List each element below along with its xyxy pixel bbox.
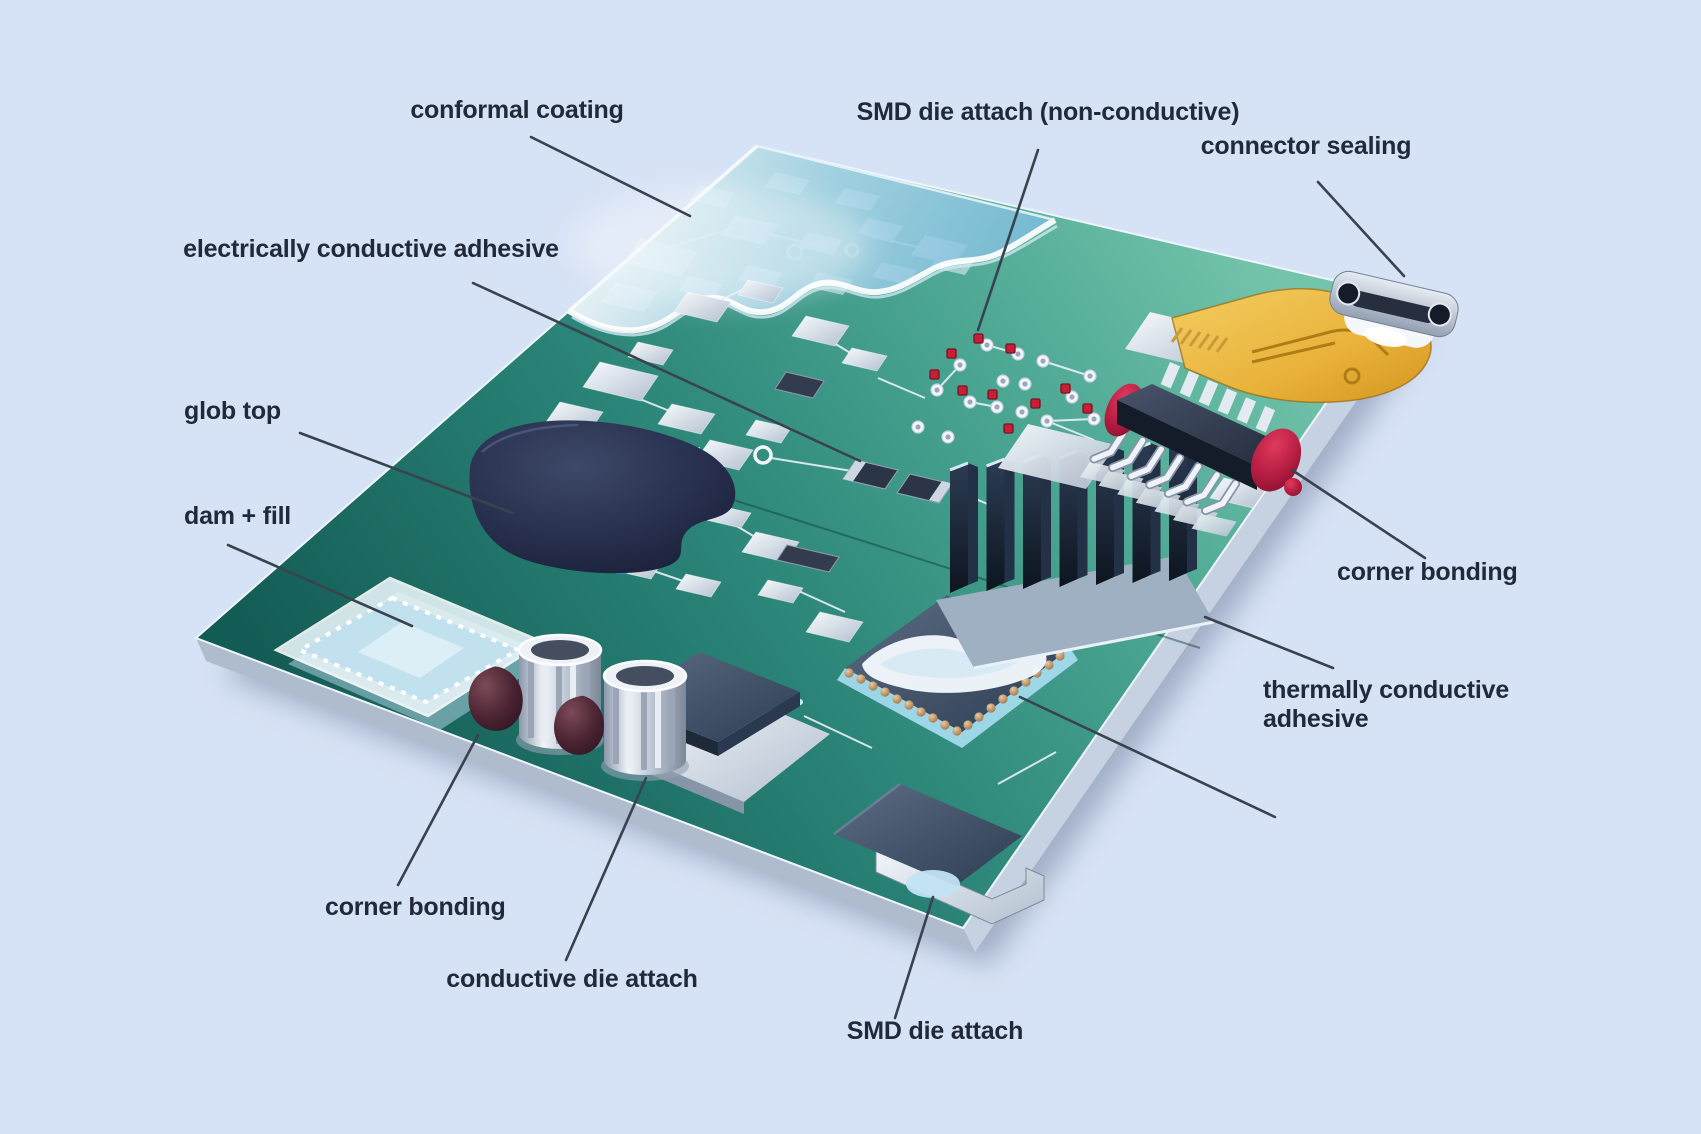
label-conductive-die-attach: conductive die attach xyxy=(446,965,698,993)
leader-corner-bonding-right xyxy=(1290,468,1427,560)
label-thermally-conductive-adhesive: thermally conductive adhesive xyxy=(1263,676,1510,733)
leader-thermal-adhesive xyxy=(1203,615,1335,670)
sealed-connector xyxy=(1329,270,1459,348)
red-adhesive-dots xyxy=(929,333,1093,434)
leader-conductive-die-attach xyxy=(564,776,648,962)
label-dam-plus-fill: dam + fill xyxy=(184,502,292,530)
smd-non-conductive-field xyxy=(911,333,1101,444)
electrically-conductive-adhesive-chips xyxy=(842,459,953,504)
label-corner-bonding-right: corner bonding xyxy=(1337,558,1518,586)
leader-smd-die-attach xyxy=(893,895,935,1020)
label-smd-die-attach-non-conductive: SMD die attach (non-conductive) xyxy=(856,98,1240,126)
flex-gold-fingers xyxy=(1170,327,1229,353)
leader-dam-fill xyxy=(226,543,414,628)
leader-electrically-conductive xyxy=(471,281,862,463)
ic-top-pads xyxy=(1160,362,1276,433)
leader-corner-bonding-left xyxy=(396,733,480,887)
label-electrically-conductive-adhesive: electrically conductive adhesive xyxy=(183,235,559,263)
leader-lines xyxy=(226,135,1427,1020)
label-smd-die-attach: SMD die attach xyxy=(846,1017,1024,1045)
ic-leads xyxy=(1089,427,1241,516)
label-connector-sealing: connector sealing xyxy=(1200,132,1412,160)
corner-bonding-blobs xyxy=(468,666,605,755)
label-conformal-coating: conformal coating xyxy=(410,96,624,124)
leader-smd-non-conductive xyxy=(976,148,1040,332)
leader-conformal-coating xyxy=(529,135,692,218)
smd-die-attach-component xyxy=(833,783,1045,925)
leader-underfill xyxy=(1018,695,1277,819)
glob-top-blob xyxy=(469,420,736,574)
label-glob-top: glob top xyxy=(184,397,281,425)
flex-connector-assembly xyxy=(1125,270,1459,404)
leader-glob-top xyxy=(298,431,515,515)
via-ring xyxy=(753,445,773,465)
conformal-coating-layer xyxy=(567,144,1058,337)
leader-connector-sealing xyxy=(1316,180,1406,278)
label-corner-bonding-left: corner bonding xyxy=(325,893,506,921)
capacitor-cylinders xyxy=(468,633,689,781)
soic-ic-corner-bonding xyxy=(998,362,1302,537)
